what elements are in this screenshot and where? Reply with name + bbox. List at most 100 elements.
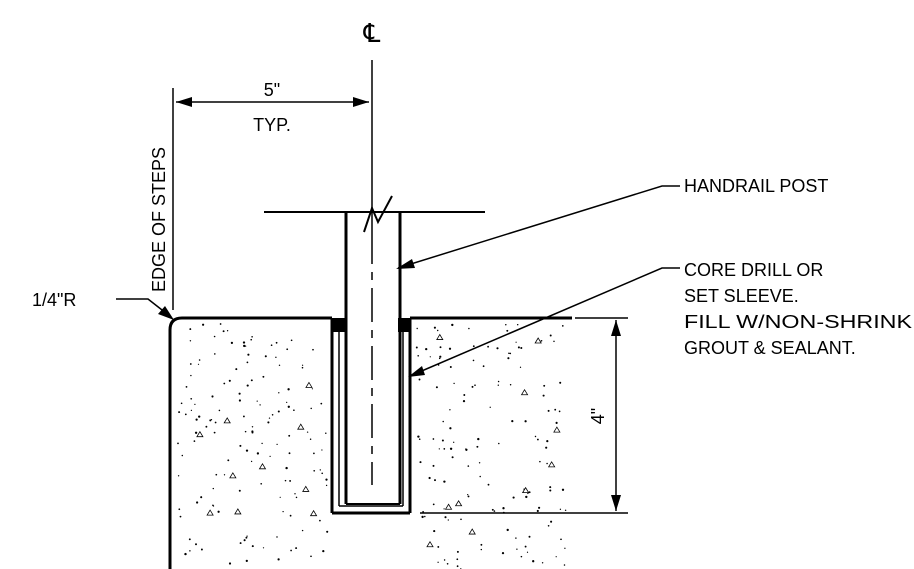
concrete-speckle [313, 452, 315, 455]
concrete-speckle [509, 384, 512, 386]
handrail-post-callout: HANDRAIL POST [396, 176, 828, 269]
concrete-speckle [284, 479, 287, 482]
concrete-speckle [251, 426, 254, 428]
radius-callout: 1/4"R [32, 290, 174, 320]
concrete-speckle [438, 448, 440, 450]
aggregate-mark [534, 337, 542, 344]
concrete-speckle [195, 418, 198, 421]
concrete-speckle [501, 551, 505, 555]
concrete-speckle [433, 326, 436, 329]
concrete-speckle [449, 366, 452, 368]
concrete-speckle [276, 443, 278, 446]
concrete-speckle [244, 430, 247, 433]
concrete-speckle [532, 560, 535, 563]
concrete-speckle [287, 405, 290, 408]
concrete-speckle [547, 409, 550, 412]
concrete-speckle [259, 404, 261, 406]
concrete-speckle [444, 516, 447, 519]
concrete-step [168, 316, 572, 569]
concrete-speckle [443, 508, 445, 510]
concrete-speckle [443, 448, 446, 450]
concrete-speckle [547, 524, 550, 527]
aggregate-mark [436, 333, 444, 340]
concrete-speckle [269, 455, 271, 458]
concrete-speckle [498, 442, 500, 445]
concrete-speckle [564, 547, 566, 549]
concrete-speckle [193, 440, 196, 442]
concrete-speckle [428, 476, 431, 480]
concrete-speckle [543, 384, 546, 387]
concrete-speckle [479, 475, 481, 478]
concrete-speckle [261, 442, 263, 445]
concrete-speckle [539, 460, 541, 463]
concrete-speckle [278, 392, 280, 394]
concrete-speckle [289, 479, 292, 482]
concrete-speckle [288, 452, 291, 455]
concrete-speckle [512, 496, 515, 499]
concrete-speckle [325, 484, 328, 487]
concrete-speckle [443, 559, 446, 561]
concrete-speckle [251, 545, 254, 548]
concrete-speckle [245, 449, 249, 452]
concrete-speckle [555, 556, 557, 558]
concrete-speckle [487, 345, 489, 348]
concrete-speckle [205, 425, 208, 428]
concrete-speckle [282, 510, 284, 513]
concrete-speckle [439, 355, 442, 358]
concrete-speckle [242, 415, 245, 418]
concrete-speckle [195, 543, 197, 546]
concrete-speckle [549, 489, 552, 492]
concrete-speckle [189, 550, 191, 552]
concrete-speckle [251, 336, 253, 338]
concrete-speckle [520, 346, 523, 350]
concrete-speckle [449, 427, 452, 430]
concrete-speckle [553, 340, 555, 343]
concrete-speckle [177, 442, 179, 445]
aggregate-mark [302, 485, 310, 492]
concrete-speckle [213, 335, 216, 338]
concrete-speckle [438, 357, 441, 360]
concrete-speckle [480, 543, 483, 546]
concrete-speckle [453, 382, 455, 385]
concrete-speckle [277, 558, 280, 561]
core-drill-callout: CORE DRILL OR SET SLEEVE. FILL W/NON-SHR… [408, 260, 912, 377]
concrete-speckle [460, 518, 462, 521]
concrete-speckle [260, 482, 263, 485]
concrete-speckle [560, 538, 562, 541]
concrete-speckle [467, 465, 470, 467]
concrete-speckle [178, 508, 181, 511]
concrete-speckle [463, 394, 466, 396]
sealant-left [332, 318, 346, 332]
concrete-speckle [301, 366, 304, 369]
concrete-speckle [288, 434, 291, 437]
concrete-speckle [534, 435, 537, 438]
concrete-speckle [561, 488, 565, 491]
concrete-speckle [325, 478, 328, 481]
concrete-speckle [214, 421, 217, 424]
concrete-speckle [250, 460, 253, 463]
concrete-speckle [424, 515, 426, 518]
concrete-speckle [301, 364, 304, 366]
concrete-speckle [301, 529, 304, 532]
concrete-speckle [437, 545, 440, 548]
concrete-speckle [528, 535, 531, 538]
concrete-speckle [434, 479, 436, 482]
concrete-speckle [180, 402, 183, 405]
concrete-speckle [245, 559, 248, 563]
concrete-speckle [222, 330, 225, 333]
concrete-speckle [242, 341, 246, 344]
concrete-speckle [506, 329, 509, 332]
concrete-speckle [449, 409, 451, 411]
concrete-speckle [497, 380, 500, 383]
concrete-speckle [295, 496, 298, 499]
concrete-speckle [213, 431, 216, 434]
concrete-speckle [286, 401, 288, 404]
concrete-speckle [214, 353, 216, 355]
concrete-speckle [246, 361, 249, 364]
concrete-speckle [275, 356, 277, 359]
concrete-speckle [271, 414, 274, 416]
concrete-speckle [321, 449, 323, 451]
concrete-speckle [268, 417, 271, 419]
concrete-speckle [449, 447, 453, 450]
concrete-speckle [295, 547, 298, 550]
